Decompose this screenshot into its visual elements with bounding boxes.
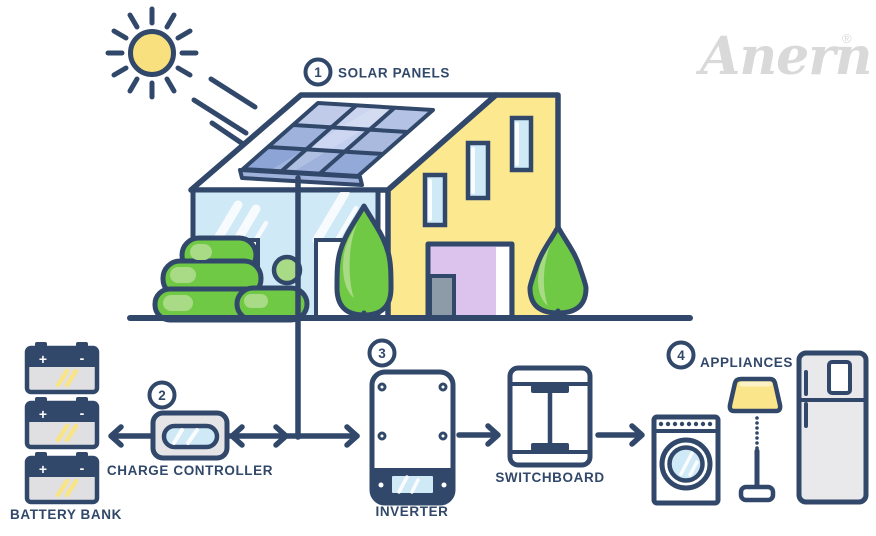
battery: + - bbox=[24, 397, 100, 450]
sun-icon bbox=[105, 6, 258, 147]
step-number-4: 4 bbox=[677, 348, 685, 363]
switchboard: SWITCHBOARD bbox=[495, 365, 604, 485]
small-gray-door bbox=[428, 274, 456, 320]
switchboard-label: SWITCHBOARD bbox=[495, 470, 604, 485]
arrow-switchboard-appliances bbox=[595, 423, 645, 447]
step-badge-4 bbox=[666, 340, 696, 370]
step-badge-3 bbox=[367, 338, 397, 368]
sunbeam-lines bbox=[191, 76, 258, 147]
sun-disc bbox=[128, 29, 176, 77]
arrow-to-battery bbox=[108, 424, 156, 448]
appliances-label: APPLIANCES bbox=[700, 355, 793, 370]
battery-minus: - bbox=[80, 405, 85, 421]
bushes bbox=[152, 235, 310, 323]
step-badge-2 bbox=[147, 380, 177, 410]
house-illustration bbox=[127, 92, 693, 323]
step-number-3: 3 bbox=[378, 346, 386, 361]
windows bbox=[422, 115, 534, 228]
battery-minus: - bbox=[80, 350, 85, 366]
refrigerator-icon bbox=[796, 350, 869, 505]
battery: + - bbox=[24, 342, 100, 395]
logo-registered-mark: ® bbox=[842, 31, 852, 46]
logo-text: Anern bbox=[695, 26, 871, 87]
arrowhead-right-mid bbox=[273, 424, 289, 448]
sun-rays bbox=[105, 6, 199, 100]
arrow-inverter-switchboard bbox=[456, 423, 501, 447]
battery-plus: + bbox=[39, 461, 47, 477]
step-badge-1 bbox=[303, 57, 333, 87]
garage-door bbox=[425, 241, 515, 321]
battery-minus: - bbox=[80, 460, 85, 476]
battery-plus: + bbox=[39, 406, 47, 422]
battery-plus: + bbox=[39, 351, 47, 367]
charge-controller: 2 CHARGE CONTROLLER bbox=[107, 380, 273, 478]
battery: + - bbox=[24, 452, 100, 505]
arrowhead-to-inverter bbox=[344, 424, 360, 448]
inverter-label: INVERTER bbox=[375, 504, 448, 519]
step-number-2: 2 bbox=[158, 388, 166, 403]
step-number-1: 1 bbox=[314, 65, 322, 80]
battery-bank-label: BATTERY BANK bbox=[10, 507, 122, 522]
inverter: 3 INVERTER bbox=[367, 338, 456, 519]
floor-lamp-icon bbox=[727, 376, 783, 503]
charge-controller-label: CHARGE CONTROLLER bbox=[107, 463, 273, 478]
washing-machine-icon bbox=[651, 414, 721, 506]
solar-panels-callout: 1 SOLAR PANELS bbox=[303, 57, 450, 87]
battery-bank: + - + - + - BATTERY BANK bbox=[10, 342, 122, 522]
wiring bbox=[108, 175, 645, 448]
inverter-screws bbox=[377, 382, 448, 441]
solar-panel bbox=[238, 103, 433, 187]
arrowhead-left bbox=[229, 424, 245, 448]
appliances: 4 APPLIANCES bbox=[651, 340, 869, 506]
brand-logo: Anern ® bbox=[695, 26, 872, 87]
solar-panels-label: SOLAR PANELS bbox=[338, 66, 450, 81]
